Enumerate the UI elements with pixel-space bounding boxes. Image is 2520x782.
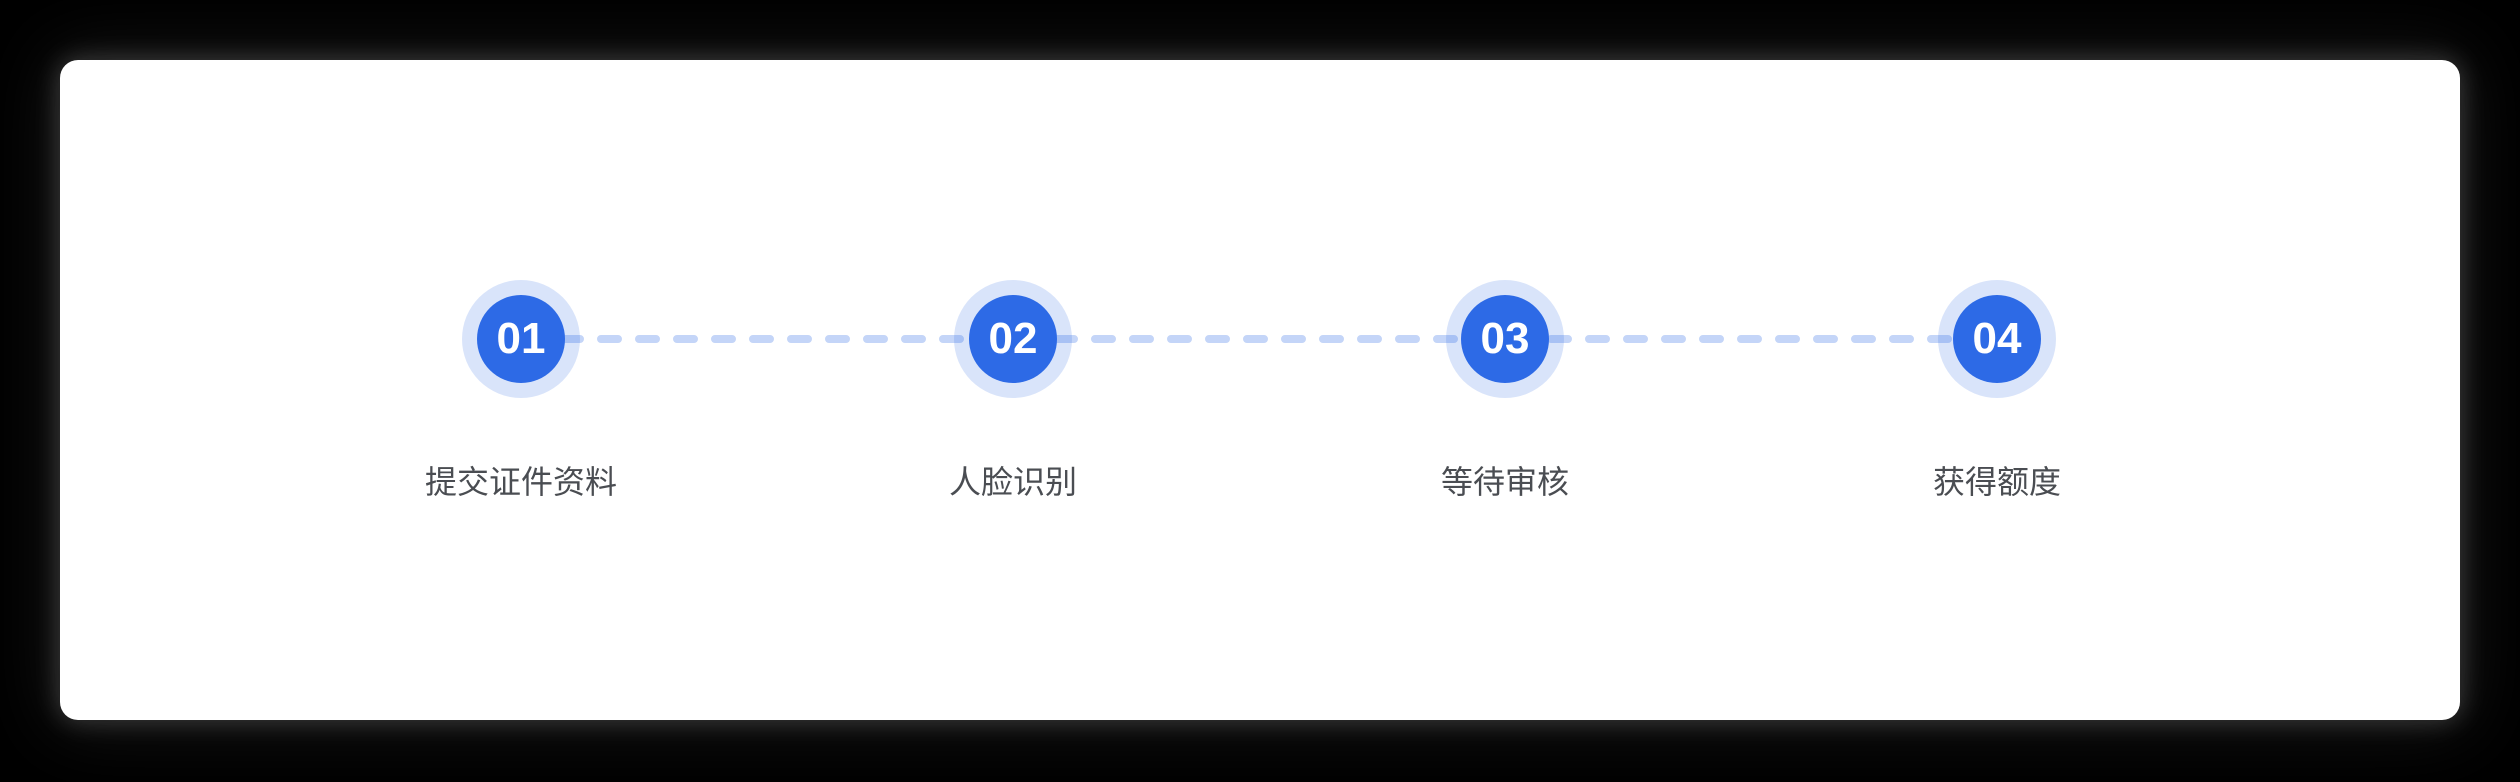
step-3-label: 等待审核 [1440, 464, 1569, 500]
step-2-label: 人脸识别 [948, 464, 1077, 500]
steps-card: 01 提交证件资料 02 人脸识别 03 等待审核 [60, 60, 2460, 720]
step-2-number: 02 [988, 314, 1038, 363]
step-1-halo: 01 [462, 280, 580, 398]
step-4-number: 04 [1972, 314, 2022, 363]
step-item-4: 04 获得额度 [1837, 280, 2157, 498]
step-item-3: 03 等待审核 [1345, 280, 1665, 498]
step-2-circle: 02 [969, 295, 1057, 383]
step-2-halo: 02 [954, 280, 1072, 398]
step-connector-line [521, 335, 1997, 343]
step-1-label: 提交证件资料 [424, 464, 617, 500]
step-item-1: 01 提交证件资料 [361, 280, 681, 498]
step-4-halo: 04 [1938, 280, 2056, 398]
step-4-circle: 04 [1953, 295, 2041, 383]
step-3-halo: 03 [1446, 280, 1564, 398]
step-1-circle: 01 [477, 295, 565, 383]
step-3-number: 03 [1480, 314, 1530, 363]
step-4-label: 获得额度 [1932, 464, 2061, 500]
step-item-2: 02 人脸识别 [853, 280, 1173, 498]
step-1-number: 01 [496, 314, 546, 363]
step-3-circle: 03 [1461, 295, 1549, 383]
